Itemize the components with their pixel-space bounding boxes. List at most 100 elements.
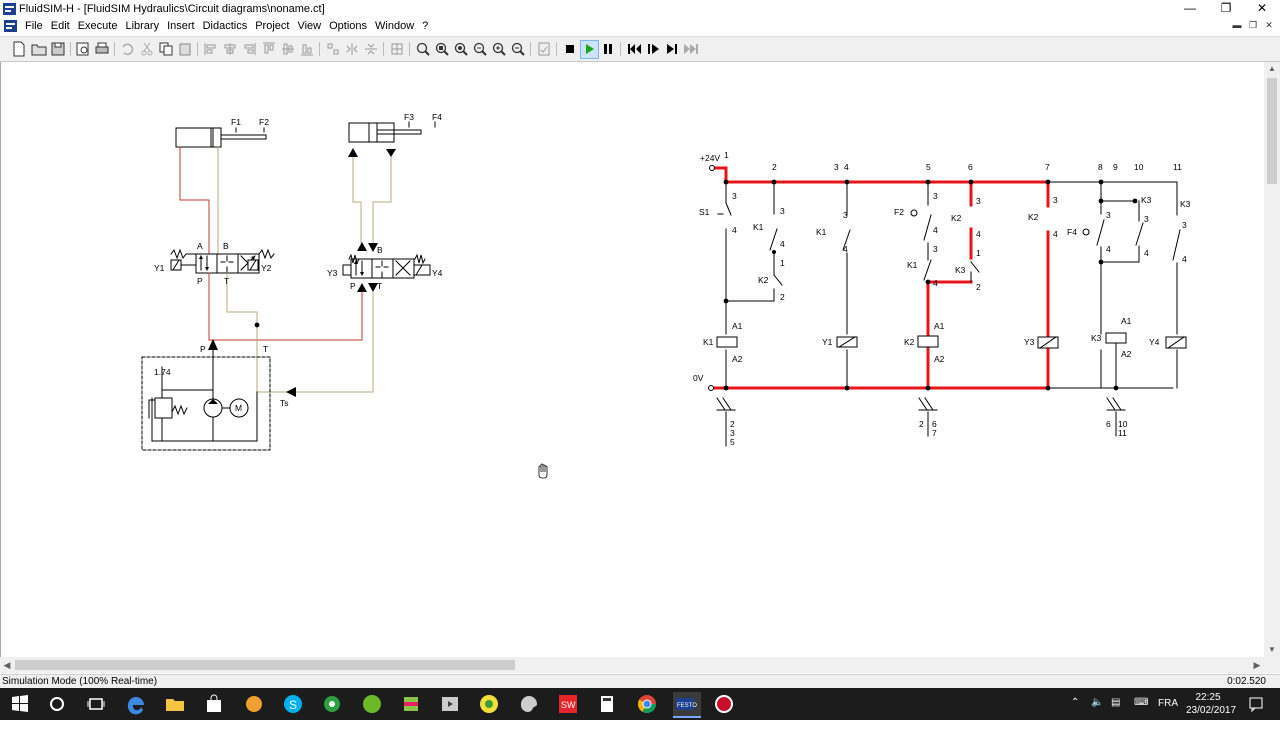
coil-terminal-a1: A1 <box>732 321 743 331</box>
document-icon[interactable] <box>4 20 17 32</box>
terminal-4-k2c: 4 <box>1053 229 1058 239</box>
zoom-fit-icon[interactable] <box>434 41 450 57</box>
fluidsim-taskbar-icon[interactable]: FESTO <box>673 692 701 718</box>
skype-icon[interactable]: S <box>281 692 305 716</box>
cylinder-2[interactable] <box>348 121 436 143</box>
terminal-3-k3c: 3 <box>1182 220 1187 230</box>
cylinder-1[interactable] <box>175 127 267 148</box>
chrome-icon[interactable] <box>635 692 659 716</box>
keyboard-icon[interactable]: ⌨ <box>1134 697 1149 708</box>
maximize-button[interactable]: ❐ <box>1220 1 1232 15</box>
horizontal-scrollbar[interactable]: ◀ ▶ <box>0 657 1264 673</box>
print-preview-icon[interactable] <box>75 41 91 57</box>
power-unit[interactable] <box>141 349 271 451</box>
zoom-window-icon[interactable] <box>415 41 431 57</box>
volume-icon[interactable]: 🔈 <box>1091 697 1104 708</box>
scroll-right-arrow-icon[interactable]: ▶ <box>1253 660 1261 670</box>
clock-date: 23/02/2017 <box>1186 705 1237 716</box>
menu-library[interactable]: Library <box>125 20 160 32</box>
edge-browser-icon[interactable] <box>124 692 148 716</box>
utorrent-icon[interactable] <box>360 692 384 716</box>
search-circle-icon[interactable] <box>45 692 69 716</box>
zoom-out-icon[interactable] <box>510 41 526 57</box>
print-icon[interactable] <box>94 41 110 57</box>
menu-help[interactable]: ? <box>422 20 429 32</box>
open-folder-icon[interactable] <box>31 41 47 57</box>
terminal-3-k3b: 3 <box>1144 214 1149 224</box>
path-number-4: 4 <box>844 162 849 172</box>
zoom-in-icon[interactable] <box>491 41 507 57</box>
single-step-icon[interactable] <box>645 41 661 57</box>
vertical-scroll-thumb[interactable] <box>1267 78 1277 184</box>
notification-center-icon[interactable] <box>1248 696 1264 728</box>
label-y4: Y4 <box>432 268 443 278</box>
app-yellow-icon[interactable] <box>477 692 501 716</box>
store-icon[interactable] <box>202 692 226 716</box>
reset-icon[interactable] <box>626 41 642 57</box>
electrical-circuit <box>708 165 1187 447</box>
label-f4-contact: F4 <box>1067 227 1077 237</box>
doc-restore-button[interactable]: ❐ <box>1248 20 1258 30</box>
label-plus-24v: +24V <box>700 153 720 163</box>
calculator-icon[interactable] <box>595 692 619 716</box>
menu-edit[interactable]: Edit <box>50 20 70 32</box>
minimize-button[interactable]: — <box>1184 1 1196 15</box>
winrar-icon[interactable] <box>399 692 423 716</box>
scroll-down-arrow-icon[interactable]: ▼ <box>1268 645 1276 654</box>
save-icon[interactable] <box>50 41 66 57</box>
windows-start-icon[interactable] <box>8 692 32 716</box>
taskbar-clock[interactable]: 22:25 23/02/2017 <box>1186 691 1237 717</box>
new-file-icon[interactable] <box>11 41 27 57</box>
doc-close-button[interactable]: ✕ <box>1265 20 1273 30</box>
pause-icon[interactable] <box>600 41 616 57</box>
path-number-11: 11 <box>1173 162 1182 172</box>
paste-icon <box>177 41 193 57</box>
show-hidden-icons-chevron-icon[interactable]: ⌃ <box>1071 697 1080 708</box>
label-f2: F2 <box>259 117 269 127</box>
scroll-up-arrow-icon[interactable]: ▲ <box>1268 64 1276 73</box>
scroll-left-arrow-icon[interactable]: ◀ <box>3 660 11 670</box>
menu-window[interactable]: Window <box>375 20 415 32</box>
align-left-icon <box>203 41 219 57</box>
menu-view[interactable]: View <box>297 20 322 32</box>
media-player-icon[interactable] <box>438 692 462 716</box>
step-to-icon[interactable] <box>664 41 680 57</box>
record-app-icon[interactable] <box>712 692 736 716</box>
zoom-previous-icon[interactable] <box>472 41 488 57</box>
directional-valve-2[interactable] <box>342 242 431 292</box>
menu-execute[interactable]: Execute <box>77 20 118 32</box>
path-number-10: 10 <box>1134 162 1144 172</box>
circuit-canvas[interactable]: F1 F2 F3 F4 A B P T Y1 Y2 B P T Y3 Y4 P … <box>0 62 1265 657</box>
contact-table-k2-line-1: 2 <box>919 419 924 429</box>
paint-icon[interactable] <box>517 692 541 716</box>
menu-file[interactable]: File <box>25 20 43 32</box>
task-view-icon[interactable] <box>84 692 108 716</box>
play-icon[interactable] <box>580 40 599 59</box>
input-language[interactable]: FRA <box>1158 698 1178 709</box>
solidworks-icon[interactable]: SW <box>556 692 580 716</box>
undo-icon <box>119 41 135 57</box>
hydraulic-circuit: F1 F2 F3 F4 A B P T Y1 Y2 B P T Y3 Y4 P … <box>141 112 443 451</box>
path-number-2: 2 <box>772 162 777 172</box>
menu-insert[interactable]: Insert <box>167 20 195 32</box>
fluidsim-app-icon[interactable] <box>3 3 16 15</box>
svg-text:SW: SW <box>561 700 576 710</box>
browser-app-icon[interactable] <box>320 692 344 716</box>
label-k2-contact-b: K2 <box>951 213 962 223</box>
zoom-all-icon[interactable] <box>453 41 469 57</box>
menu-didactics[interactable]: Didactics <box>202 20 248 32</box>
directional-valve-1[interactable] <box>170 248 275 274</box>
doc-minimize-button[interactable]: ▬ <box>1232 20 1242 30</box>
close-button[interactable]: ✕ <box>1256 1 1268 15</box>
copy-icon[interactable] <box>158 41 174 57</box>
vertical-scrollbar[interactable]: ▲ ▼ <box>1264 62 1280 657</box>
stop-icon[interactable] <box>562 41 578 57</box>
horizontal-scroll-thumb[interactable] <box>15 660 515 670</box>
app-orange-icon[interactable] <box>242 692 266 716</box>
menu-project[interactable]: Project <box>255 20 290 32</box>
contact-table-k1-line-2: 3 <box>730 428 735 438</box>
align-right-icon <box>241 41 257 57</box>
network-icon[interactable]: ▤ <box>1111 697 1121 708</box>
file-explorer-icon[interactable] <box>163 692 187 716</box>
menu-options[interactable]: Options <box>329 20 368 32</box>
